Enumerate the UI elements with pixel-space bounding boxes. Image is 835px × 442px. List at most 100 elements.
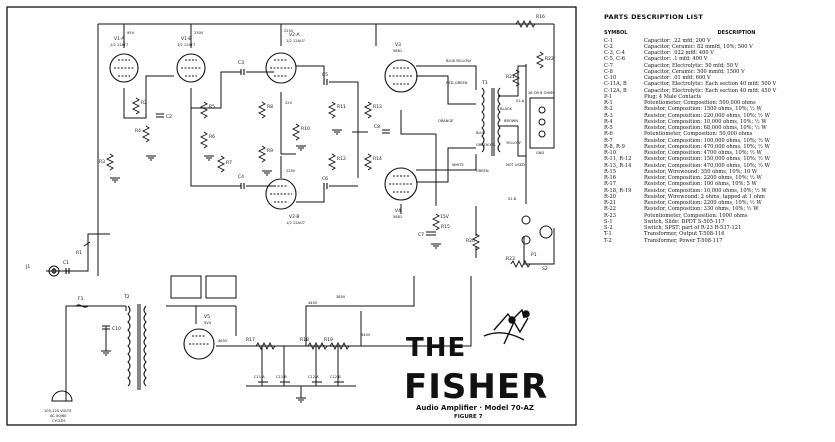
label-r20: R20 — [466, 238, 475, 244]
brand-block: THE FISHER Audio Amplifier · Model 70-AZ… — [404, 308, 548, 420]
tube-v1a — [109, 53, 139, 83]
label-v4-type: 5881 — [393, 215, 402, 219]
parts-list-title: PARTS DESCRIPTION LIST — [604, 13, 704, 21]
ground-symbols — [101, 129, 441, 403]
tube-v2b — [265, 178, 297, 210]
wire-yellow: YELLOW — [506, 141, 521, 145]
wire-red-green: RED-GREEN — [446, 81, 468, 85]
part-symbol: R-8, R-9 — [604, 143, 625, 150]
output-transformer-t1 — [481, 87, 501, 156]
wire-blue: BLUE — [476, 131, 486, 135]
part-description: Resistor, Composition: 470,000 ohms, 10%… — [644, 162, 770, 169]
tube-v1b — [176, 53, 206, 83]
label-r18: R18 — [300, 337, 309, 343]
wire-green: GREEN — [476, 169, 489, 173]
label-r15-value: 15V — [440, 214, 450, 220]
part-description: Plug: 4 Male Contacts — [644, 93, 702, 100]
wire-white: WHITE — [452, 163, 465, 167]
label-v1a-type: 1/2 12AT7 — [110, 43, 128, 47]
figure-label: FIGURE 7 — [454, 414, 483, 420]
part-symbol: C-7 — [604, 62, 613, 69]
part-symbol: T-1 — [604, 231, 612, 238]
part-symbol: C-2 — [604, 43, 613, 50]
part-description: Capacitor, Ceramic: 500 mmfd; 1500 V — [644, 68, 745, 75]
label-v5: V5 — [204, 314, 210, 320]
part-symbol: C-12A, B — [604, 87, 627, 94]
column-symbol: SYMBOL — [604, 30, 628, 37]
component-labels: J1 C1 R1 R2 R3 R4 R5 R6 C2 R7 C3 C4 R8 R… — [25, 14, 555, 423]
label-s2: S2 — [542, 266, 548, 272]
part-description: Resistor, Composition: 330 ohms, 10%; ½ … — [644, 206, 759, 213]
voltage-v2a-plate: 225V — [284, 29, 294, 33]
label-v2b-type: 1/2 12AU7 — [286, 221, 305, 225]
label-r12: R12 — [337, 156, 346, 162]
label-r19: R19 — [324, 337, 333, 343]
wiring — [46, 23, 555, 401]
voltage-b1: 440V — [308, 301, 318, 305]
part-description: Resistor, Composition: 68,000 ohms, 10%;… — [644, 125, 767, 131]
part-symbol: R-23 — [604, 212, 617, 219]
label-f1: F1 — [78, 296, 84, 302]
part-symbol: R-21 — [604, 200, 617, 206]
label-t2: T2 — [123, 294, 130, 300]
brand-name: FISHER — [404, 367, 548, 407]
voltage-v2b-k: 225V — [286, 169, 296, 173]
part-description: Resistor, Wirewound: 350 ohms, 10%; 10 W — [644, 168, 758, 175]
label-r3: R3 — [99, 159, 105, 165]
parts-list-header: SYMBOL DESCRIPTION — [604, 30, 829, 36]
label-c1: C1 — [63, 260, 69, 266]
part-description: Potentiometer, Composition: 50,000 ohms — [644, 131, 753, 138]
label-c11b: C11-B — [276, 375, 287, 379]
part-description: Potentiometer, Composition: 1000 ohms — [644, 212, 748, 219]
part-symbol: R-13, R-14 — [604, 162, 632, 169]
part-description: Resistor, Composition: 4700 ohms, 10%; ½… — [644, 150, 762, 156]
part-symbol: R-22 — [604, 206, 617, 213]
part-symbol: S-1 — [604, 218, 613, 225]
label-r11: R11 — [337, 104, 346, 110]
part-description: Resistor, Composition: 1500 ohms, 10%; ½… — [644, 106, 762, 113]
part-description: Transformer, Output T-508-116 — [644, 231, 725, 238]
voltage-b3: 340V — [361, 333, 371, 337]
label-v2b: V2-B — [289, 214, 300, 220]
parts-list-row: C-5, C-6 Capacitor: .1 mfd: 400 V — [604, 56, 829, 62]
mains-label-line-1: 105-125 VOLTS — [44, 409, 72, 413]
part-symbol: C-10 — [604, 75, 617, 81]
tube-v2a — [265, 52, 297, 84]
label-c6: C6 — [322, 176, 328, 182]
voltage-v1b-plate: 230V — [194, 31, 204, 35]
wire-orange: ORANGE — [438, 119, 454, 123]
power-transformer-t2 — [127, 275, 237, 390]
label-s1b: S1-B — [508, 197, 517, 201]
part-description: Capacitor, Electrolytic: Each section 40… — [644, 81, 777, 88]
label-v2a-type: 1/2 12AU7 — [286, 39, 305, 43]
part-symbol: R-10 — [604, 150, 617, 156]
part-symbol: T-2 — [604, 237, 612, 244]
speaker-terminals — [48, 97, 555, 402]
label-c7: C7 — [418, 232, 424, 238]
part-symbol: R-16 — [604, 175, 617, 181]
wire-blue-yellow: BLUE-YELLOW — [446, 59, 471, 63]
part-description: Resistor, Composition: 10,000 ohms, 10%;… — [644, 187, 767, 194]
part-description: Capacitor: .022 mfd: 400 V — [644, 50, 714, 56]
label-j1: J1 — [25, 264, 30, 270]
resistors — [105, 19, 545, 351]
wire-green-yel: GREEN-YEL — [476, 143, 496, 147]
part-description: Resistor, Wirewound: 2 ohms, tapped at 1… — [644, 193, 765, 200]
part-description: Capacitor: .1 mfd: 400 V — [644, 56, 708, 63]
mains-label-line-2: AC 50/60 — [50, 414, 67, 418]
part-symbol: C-5, C-6 — [604, 56, 625, 63]
parts-list-row: R-16 Resistor, Composition: 2200 ohms, 10… — [604, 175, 829, 181]
part-description: Resistor, Composition: 150,000 ohms, 10%… — [644, 156, 770, 163]
part-description: Resistor, Composition: 2200 ohms, 10%; ½… — [644, 175, 762, 181]
label-v3: V3 — [395, 42, 401, 48]
